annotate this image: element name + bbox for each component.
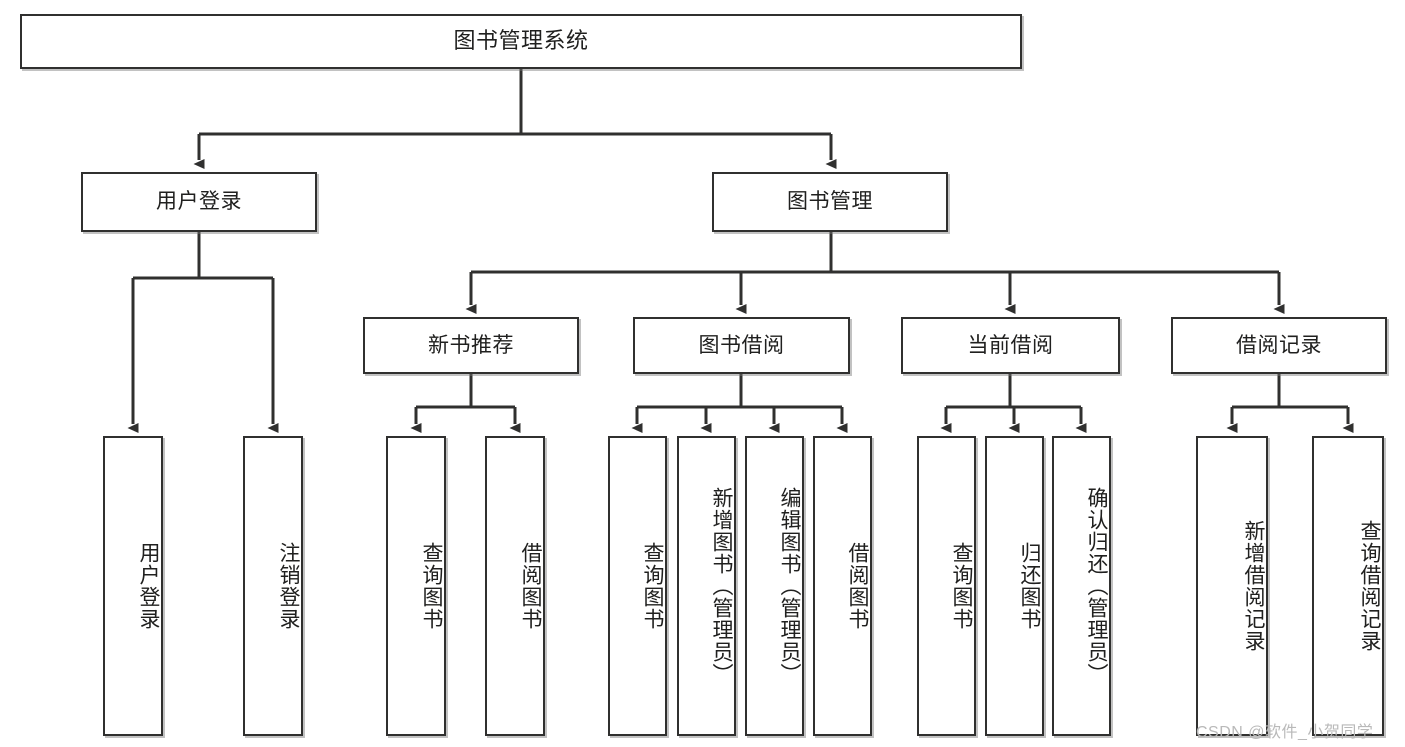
node-leaf-borrow-query-label: 查询图书	[641, 542, 664, 630]
node-leaf-rec-borrow-label: 借阅图书	[519, 542, 542, 630]
node-current-borrow-label: 当前借阅	[967, 333, 1054, 357]
node-book-borrow[interactable]: 图书借阅	[633, 317, 850, 374]
node-leaf-cur-confirm[interactable]: 确认归还（管理员）	[1052, 436, 1111, 736]
node-leaf-borrow-lend-label: 借阅图书	[846, 542, 869, 630]
node-user-login-label: 用户登录	[156, 190, 242, 214]
node-leaf-rec-borrow[interactable]: 借阅图书	[485, 436, 545, 736]
node-leaf-borrow-add-label: 新增图书（管理员）	[710, 487, 733, 685]
node-leaf-cur-confirm-label: 确认归还（管理员）	[1085, 487, 1108, 685]
node-book-borrow-label: 图书借阅	[698, 333, 785, 357]
node-root[interactable]: 图书管理系统	[20, 14, 1022, 69]
node-leaf-borrow-query[interactable]: 查询图书	[608, 436, 667, 736]
node-leaf-borrow-edit[interactable]: 编辑图书（管理员）	[745, 436, 804, 736]
node-leaf-cur-query-label: 查询图书	[950, 542, 973, 630]
node-leaf-user-login[interactable]: 用户登录	[103, 436, 163, 736]
node-leaf-borrow-add[interactable]: 新增图书（管理员）	[677, 436, 736, 736]
node-leaf-rec-query[interactable]: 查询图书	[386, 436, 446, 736]
node-leaf-rec-search-label: 查询借阅记录	[1358, 520, 1381, 652]
node-leaf-rec-add-label: 新增借阅记录	[1242, 520, 1265, 652]
node-leaf-user-logout-label: 注销登录	[277, 542, 300, 630]
node-new-book-rec-label: 新书推荐	[428, 333, 514, 357]
node-book-manage-label: 图书管理	[787, 190, 873, 214]
watermark: CSDN @软件_小贺同学	[1196, 718, 1373, 742]
node-leaf-rec-search[interactable]: 查询借阅记录	[1312, 436, 1384, 736]
node-leaf-cur-return[interactable]: 归还图书	[985, 436, 1044, 736]
node-leaf-user-login-label: 用户登录	[137, 542, 160, 630]
node-leaf-borrow-lend[interactable]: 借阅图书	[813, 436, 872, 736]
node-root-label: 图书管理系统	[453, 28, 589, 54]
node-leaf-rec-query-label: 查询图书	[420, 542, 443, 630]
node-book-manage[interactable]: 图书管理	[712, 172, 948, 232]
node-leaf-rec-add[interactable]: 新增借阅记录	[1196, 436, 1268, 736]
watermark-text: CSDN @软件_小贺同学	[1196, 724, 1374, 741]
node-leaf-cur-return-label: 归还图书	[1018, 542, 1041, 630]
node-borrow-record[interactable]: 借阅记录	[1171, 317, 1387, 374]
node-current-borrow[interactable]: 当前借阅	[901, 317, 1120, 374]
node-leaf-user-logout[interactable]: 注销登录	[243, 436, 303, 736]
node-borrow-record-label: 借阅记录	[1236, 333, 1322, 357]
node-leaf-cur-query[interactable]: 查询图书	[917, 436, 976, 736]
node-user-login[interactable]: 用户登录	[81, 172, 317, 232]
node-new-book-rec[interactable]: 新书推荐	[363, 317, 579, 374]
node-leaf-borrow-edit-label: 编辑图书（管理员）	[778, 487, 801, 685]
